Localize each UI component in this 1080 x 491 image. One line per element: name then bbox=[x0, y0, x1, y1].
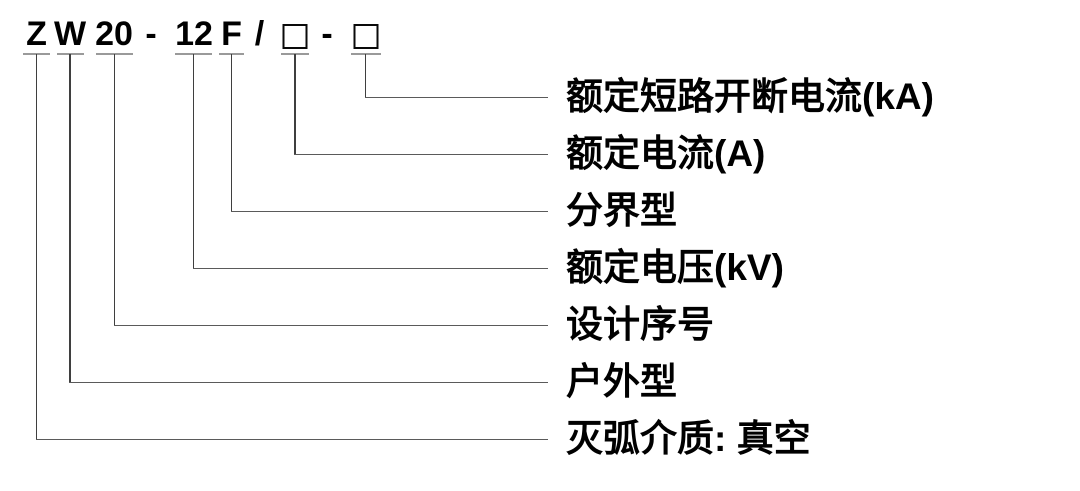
connector-stem-box-1 bbox=[294, 54, 296, 155]
label-rated-current: 额定电流(A) bbox=[566, 133, 766, 174]
label-outdoor-type: 户外型 bbox=[566, 361, 677, 402]
code-token-w: W bbox=[53, 15, 87, 53]
code-token-dash-1: - bbox=[145, 15, 157, 53]
code-token-slash: / bbox=[254, 15, 265, 53]
label-design-serial-number: 设计序号 bbox=[566, 304, 714, 345]
connector-stem-12 bbox=[192, 54, 195, 269]
connector-line-20 bbox=[113, 324, 548, 326]
code-token-12: 12 bbox=[175, 15, 213, 53]
label-arc-extinguishing-medium-vacuum: 灭弧介质: 真空 bbox=[566, 418, 811, 459]
connector-line-w bbox=[69, 381, 549, 383]
code-token-20: 20 bbox=[95, 15, 133, 53]
connector-line-box-1 bbox=[294, 153, 549, 155]
connector-line-box-2 bbox=[364, 96, 548, 98]
code-token-z: Z bbox=[26, 15, 47, 53]
connector-line-z bbox=[35, 438, 548, 440]
connector-stem-box-2 bbox=[364, 54, 367, 98]
connector-line-12 bbox=[192, 267, 548, 269]
label-rated-short-circuit-breaking-current: 额定短路开断电流(kA) bbox=[566, 76, 934, 117]
connector-stem-z bbox=[35, 54, 38, 440]
connector-stem-f bbox=[230, 54, 233, 212]
placeholder-box-icon bbox=[353, 24, 378, 49]
code-token-f: F bbox=[221, 15, 242, 53]
placeholder-box-icon bbox=[282, 24, 308, 49]
connector-stem-20 bbox=[113, 54, 116, 326]
connector-stem-w bbox=[69, 54, 71, 383]
code-token-dash-2: - bbox=[321, 15, 333, 53]
connector-line-f bbox=[230, 210, 548, 212]
label-rated-voltage: 额定电压(kV) bbox=[566, 247, 784, 288]
label-boundary-type: 分界型 bbox=[566, 190, 677, 231]
